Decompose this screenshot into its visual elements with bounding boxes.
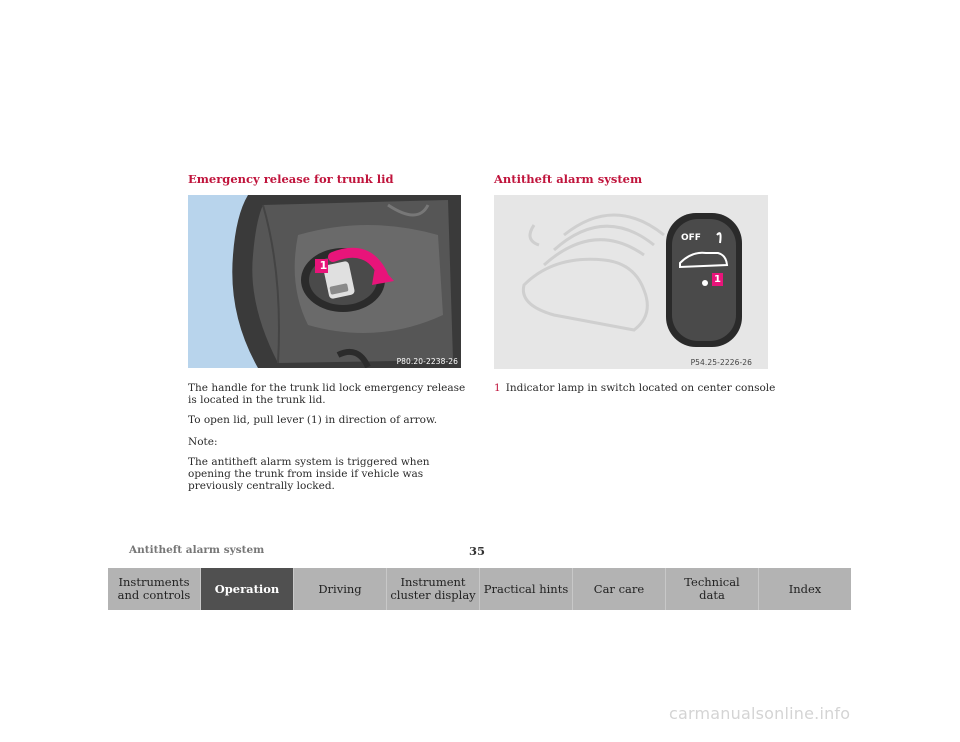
alarm-system-heading: Antitheft alarm system — [494, 172, 643, 186]
caption-text: Indicator lamp in switch located on cent… — [505, 382, 776, 394]
paragraph-instruction: To open lid, pull lever (1) in direction… — [188, 414, 438, 426]
trunk-release-heading: Emergency release for trunk lid — [188, 172, 394, 186]
alarm-switch-figure: OFF 1 P54.25-2226-26 — [494, 195, 768, 369]
tab-driving[interactable]: Driving — [294, 568, 387, 610]
callout-1-label: 1 — [714, 274, 721, 285]
tab-practical-hints[interactable]: Practical hints — [480, 568, 573, 610]
tab-operation[interactable]: Operation — [201, 568, 294, 610]
trunk-lid-figure: 1 P80.20-2238-26 — [188, 195, 461, 368]
tab-technical-data[interactable]: Technical data — [666, 568, 759, 610]
note-text: The antitheft alarm system is triggered … — [188, 456, 430, 492]
alarm-switch-illustration — [494, 195, 768, 369]
trunk-release-text: The handle for the trunk lid lock emerge… — [188, 382, 470, 492]
tab-label: Driving — [318, 581, 362, 596]
tab-car-care[interactable]: Car care — [573, 568, 666, 610]
alarm-caption: 1 Indicator lamp in switch located on cen… — [494, 382, 784, 394]
tab-label: Instrument cluster display — [390, 575, 476, 602]
switch-off-label: OFF — [681, 233, 701, 243]
page-number: 35 — [469, 544, 486, 558]
section-nav: Instruments and controls Operation Drivi… — [108, 568, 851, 610]
figure-code: P80.20-2238-26 — [396, 357, 458, 366]
tab-instruments-and-controls[interactable]: Instruments and controls — [108, 568, 201, 610]
tab-instrument-cluster-display[interactable]: Instrument cluster display — [387, 568, 480, 610]
caption-number: 1 — [494, 382, 501, 394]
running-footer-section: Antitheft alarm system — [129, 544, 265, 556]
tab-index[interactable]: Index — [759, 568, 851, 610]
tab-label: Practical hints — [483, 581, 569, 596]
note-label: Note: — [188, 436, 218, 448]
tab-label: Instruments and controls — [117, 575, 191, 602]
tab-label: Operation — [214, 581, 280, 596]
tab-label: Index — [788, 581, 822, 596]
figure-code: P54.25-2226-26 — [690, 358, 752, 367]
paragraph-location: The handle for the trunk lid lock emerge… — [188, 382, 466, 406]
callout-1-label: 1 — [319, 259, 328, 272]
tab-label: Car care — [593, 581, 645, 596]
tab-label: Technical data — [684, 575, 740, 602]
watermark: carmanualsonline.info — [669, 704, 851, 723]
trunk-lid-illustration — [188, 195, 461, 368]
